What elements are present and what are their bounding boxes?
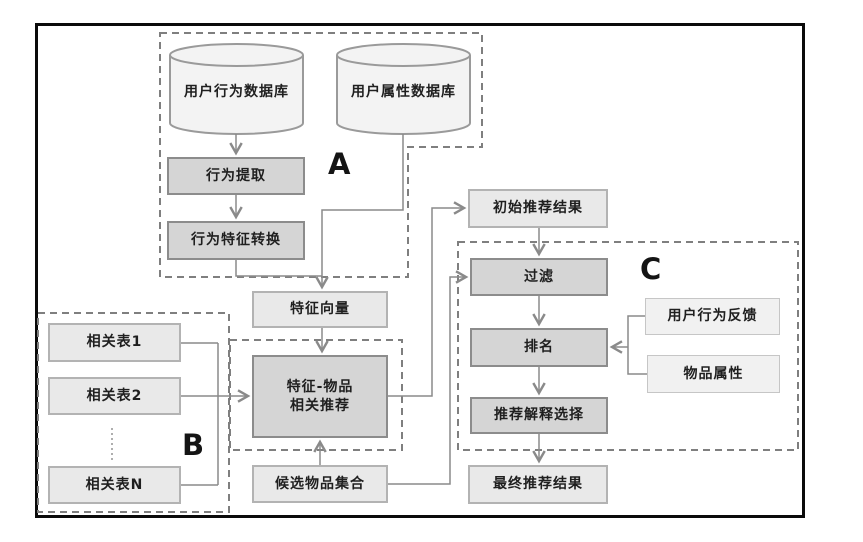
node-related-table-1-label: 相关表1 [86,334,143,351]
node-rec-explain-select-label: 推荐解释选择 [494,407,584,424]
node-item-attrs-label: 物品属性 [683,365,744,382]
node-user-behavior-db-label: 用户行为数据库 [184,84,289,100]
node-filter-label: 过滤 [524,268,554,285]
node-final-results: 最终推荐结果 [468,465,608,504]
node-related-table-2: 相关表2 [48,377,181,415]
group-b-outline [37,312,230,513]
node-user-attr-db-label: 用户属性数据库 [351,84,456,100]
node-ranking: 排名 [470,328,608,367]
group-a-label: A [328,147,351,181]
node-user-behavior-feedback: 用户行为反馈 [645,298,780,335]
node-behavior-feature-convert-label: 行为特征转换 [191,232,281,249]
node-behavior-extract: 行为提取 [167,157,305,195]
node-initial-results: 初始推荐结果 [468,189,608,228]
node-candidate-items-label: 候选物品集合 [275,475,365,492]
node-feature-item-rec-label-line1: 特征-物品 [286,379,354,396]
node-rec-explain-select: 推荐解释选择 [470,397,608,434]
group-c-label: C [640,252,662,286]
group-b-label: B [182,428,205,462]
node-related-table-n: 相关表N [48,466,181,504]
node-feature-vector: 特征向量 [252,291,388,328]
node-behavior-extract-label: 行为提取 [206,167,266,184]
node-related-table-2-label: 相关表2 [86,387,143,404]
node-feature-vector-label: 特征向量 [290,301,350,318]
node-filter: 过滤 [470,258,608,296]
group-a-outline [159,32,483,278]
edge-featureitem-to-initial [388,201,467,397]
node-candidate-items: 候选物品集合 [252,465,388,503]
node-final-results-label: 最终推荐结果 [493,476,583,493]
node-initial-results-label: 初始推荐结果 [493,200,583,217]
group-c-outline [457,241,799,451]
feature-item-dashed-outline [229,339,403,451]
edge-feedback-merge [627,315,647,375]
edge-candidate-to-filter [388,270,469,485]
node-feature-item-rec: 特征-物品 相关推荐 [252,355,388,438]
edge-convert-to-junction [235,260,322,277]
edge-attrdb-to-featurevector [315,134,404,290]
node-related-table-n-label: 相关表N [85,476,144,493]
node-user-behavior-feedback-label: 用户行为反馈 [667,308,758,325]
user-attr-db-cylinder [336,43,471,135]
node-ranking-label: 排名 [524,339,554,356]
node-feature-item-rec-label-line2: 相关推荐 [290,397,350,414]
node-item-attrs: 物品属性 [647,355,780,393]
node-behavior-feature-convert: 行为特征转换 [167,221,305,260]
user-behavior-db-cylinder [169,43,304,135]
node-related-table-1: 相关表1 [48,323,181,362]
